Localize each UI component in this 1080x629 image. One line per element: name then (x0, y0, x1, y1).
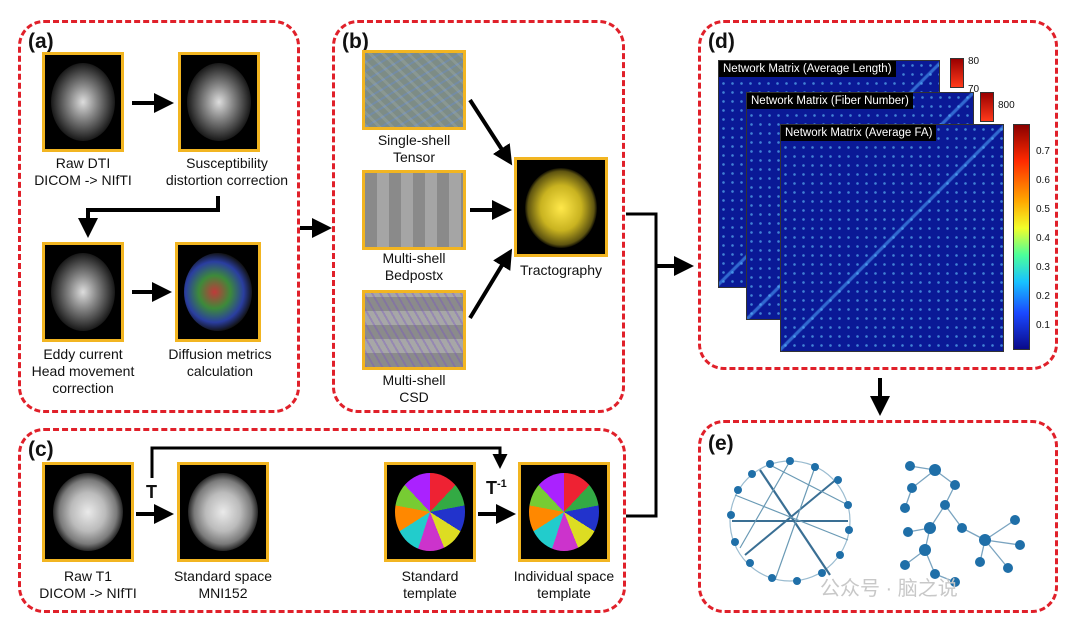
eddy-image (42, 242, 124, 342)
eddy-caption: Eddy current Head movement correction (31, 346, 135, 396)
panel-d (698, 20, 1058, 370)
bedpostx-caption: Multi-shell Bedpostx (382, 250, 446, 283)
panel-a-label: (a) (28, 30, 54, 53)
individual-template-image (518, 462, 610, 562)
transform-t-label: T (146, 482, 157, 502)
diffusion-caption: Diffusion metrics calculation (168, 346, 272, 379)
panel-e-label: (e) (708, 432, 734, 455)
susceptibility-caption: Susceptibility distortion correction (165, 155, 289, 188)
raw-t1-image (42, 462, 134, 562)
raw-dti-image (42, 52, 124, 152)
colorbar-fiber (980, 92, 994, 122)
fa-tick-label: 0.3 (1036, 262, 1050, 273)
raw-t1-caption: Raw T1 DICOM -> NIfTI (39, 568, 137, 601)
matrix-average-fa: Network Matrix (Average FA) (780, 124, 1004, 352)
diffusion-metrics-image (175, 242, 261, 342)
fa-tick-label: 0.1 (1036, 320, 1050, 331)
standard-template-caption: Standard template (401, 568, 459, 601)
fa-tick-label: 0.7 (1036, 146, 1050, 157)
connector-bc (626, 212, 658, 518)
watermark: 公众号 · 脑之说 (820, 578, 958, 600)
standard-template-image (384, 462, 476, 562)
fa-tick-label: 0.6 (1036, 175, 1050, 186)
fa-tick-label: 0.4 (1036, 233, 1050, 244)
colorbar-length (950, 58, 964, 88)
single-shell-image (362, 50, 466, 130)
csd-caption: Multi-shell CSD (382, 372, 446, 405)
panel-b-label: (b) (342, 30, 369, 53)
panel-b (332, 20, 625, 413)
susceptibility-image (178, 52, 260, 152)
bedpostx-image (362, 170, 466, 250)
panel-c (18, 428, 626, 613)
standard-space-image (177, 462, 269, 562)
transform-t-inverse-label: T-1 (486, 478, 507, 498)
panel-d-label: (d) (708, 30, 735, 53)
fa-tick-label: 0.2 (1036, 291, 1050, 302)
single-shell-caption: Single-shell Tensor (377, 132, 451, 165)
colorbar-fa (1013, 124, 1030, 350)
panel-e (698, 420, 1058, 613)
tractography-caption: Tractography (520, 262, 602, 278)
individual-template-caption: Individual space template (513, 568, 615, 601)
panel-a (18, 20, 300, 413)
fa-tick-label: 0.5 (1036, 204, 1050, 215)
raw-dti-caption: Raw DTI DICOM -> NIfTI (34, 155, 132, 188)
standard-space-caption: Standard space MNI152 (173, 568, 273, 601)
panel-c-label: (c) (28, 438, 54, 461)
csd-image (362, 290, 466, 370)
tractography-image (514, 157, 608, 257)
